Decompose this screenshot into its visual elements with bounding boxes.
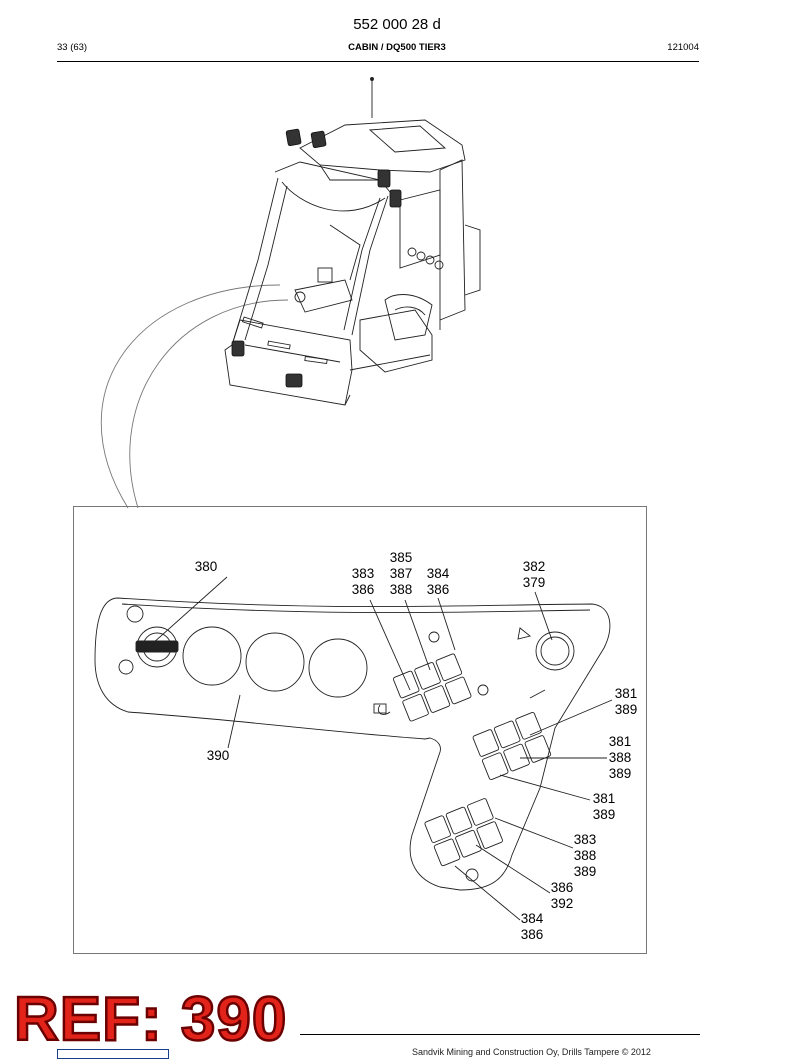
detail-frame [73,506,647,954]
document-code: 121004 [667,42,699,53]
page-title: CABIN / DQ500 TIER3 [348,42,446,53]
cabin-illustration [224,77,481,406]
work-light-icons [231,128,402,388]
control-panel-illustration [94,576,613,921]
footer-copyright: Sandvik Mining and Construction Oy, Dril… [412,1047,651,1057]
header-rule [57,61,699,62]
callout-380: 380 [194,559,218,574]
callout-390: 390 [206,748,230,763]
document-number: 552 000 28 d [353,16,441,33]
page-indicator: 33 (63) [57,42,88,53]
footer-rule [300,1034,700,1035]
reference-stamp: REF: 390 [13,984,288,1056]
